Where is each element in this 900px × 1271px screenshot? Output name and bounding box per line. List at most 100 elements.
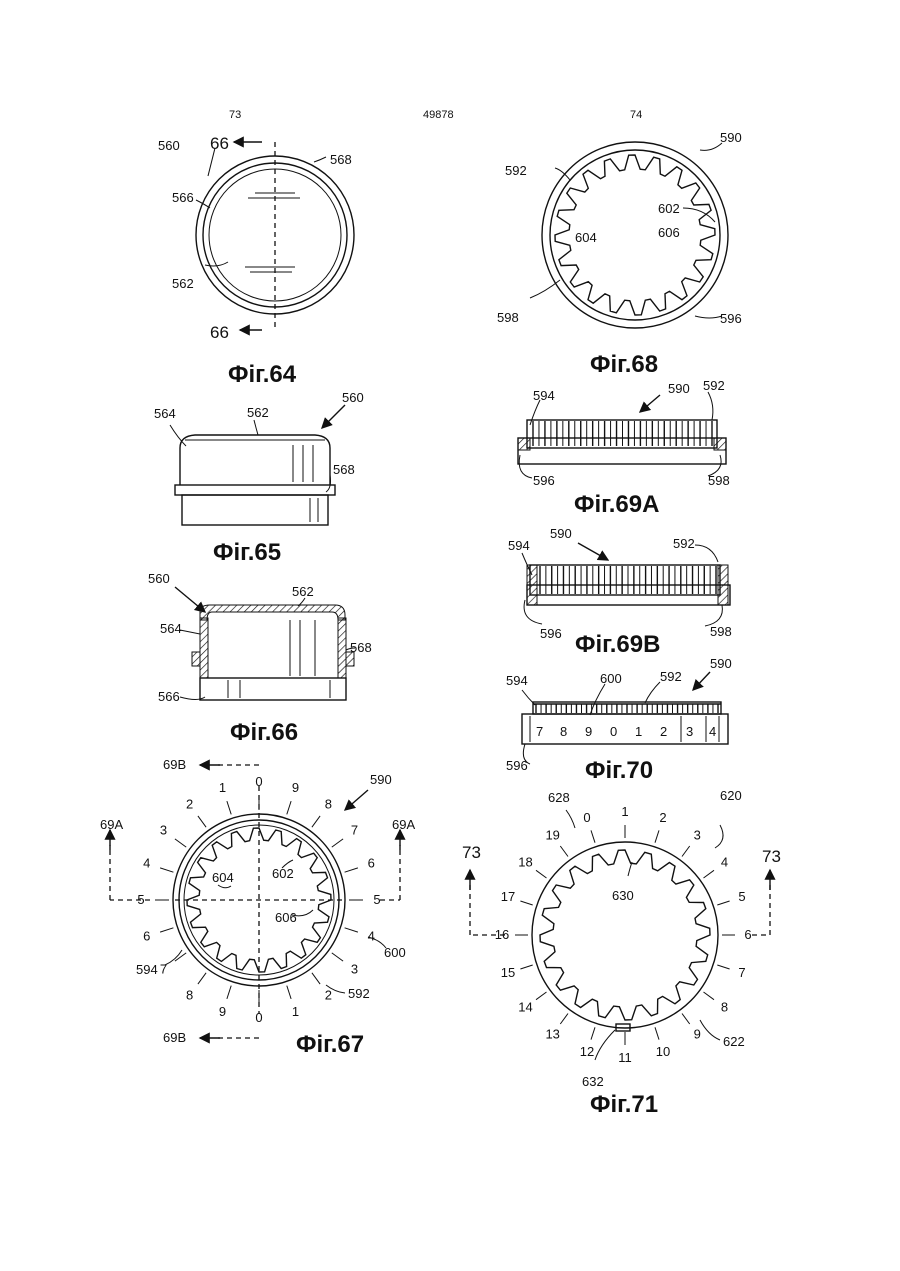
fig65-ref-564: 564	[154, 406, 176, 421]
fig67-dial-right-label: 6	[368, 856, 375, 871]
fig64-ref-562: 562	[172, 276, 194, 291]
fig66-caption: Фiг.66	[230, 719, 298, 746]
figure-70: 7 8 9 0 1 2 3 4 594 600 592 590 596 Фiг.…	[506, 656, 732, 784]
fig71-dial-label: 8	[721, 999, 728, 1014]
fig67-dial-left-tick	[160, 868, 173, 872]
fig67-dial-left-label: 7	[160, 961, 167, 976]
fig67-dial-right-tick	[345, 928, 358, 932]
fig66-ref-568: 568	[350, 640, 372, 655]
fig71-dial-tick	[591, 830, 595, 842]
fig71-dial-label: 6	[744, 927, 751, 942]
fig69a-ref-590: 590	[668, 381, 690, 396]
fig71-dial-label: 19	[545, 828, 559, 843]
fig66-ref-562: 562	[292, 584, 314, 599]
fig67-dial-right-label: 0	[255, 1010, 262, 1025]
fig71-dial-label: 17	[501, 889, 515, 904]
fig67-dial-right-tick	[312, 973, 320, 984]
fig70-ref-592: 592	[660, 669, 682, 684]
figure-64: 66 66 560 568 566 562 Фiг.64	[158, 134, 354, 388]
fig65-caption: Фiг.65	[213, 539, 281, 566]
fig67-dial-right-label: 7	[351, 823, 358, 838]
fig67-dial-left-label: 8	[186, 988, 193, 1003]
figure-68: 590 592 602 606 604 598 596 Фiг.68	[497, 130, 742, 378]
fig71-ref-622: 622	[723, 1034, 745, 1049]
fig70-scale-digit: 9	[585, 724, 592, 739]
fig67-dial-right-label: 2	[325, 988, 332, 1003]
fig67-dial-left-tick	[198, 973, 206, 984]
fig67-dial-right-label: 0	[255, 774, 262, 789]
fig71-caption: Фiг.71	[590, 1091, 658, 1118]
fig67-dial-right-label: 8	[325, 797, 332, 812]
fig71-dial-tick	[591, 1027, 595, 1039]
fig69b-ref-594: 594	[508, 538, 530, 553]
figure-66: 560 562 564 568 566 Фiг.66	[148, 571, 372, 746]
fig67-dial-left-label: 4	[143, 856, 150, 871]
fig71-dial-label: 1	[621, 804, 628, 819]
fig67-dial-left-tick	[227, 986, 231, 999]
fig68-ref-606: 606	[658, 225, 680, 240]
fig71-dial-label: 18	[518, 855, 532, 870]
fig67-dial-right-label: 3	[351, 961, 358, 976]
fig70-scale-digit: 3	[686, 724, 693, 739]
fig67-dial-left-tick	[175, 839, 186, 847]
fig71-dial-label: 10	[656, 1044, 670, 1059]
fig68-ref-596: 596	[720, 311, 742, 326]
header-right-page-number: 74	[630, 109, 642, 121]
fig71-dial-label: 2	[659, 810, 666, 825]
fig71-dial-tick	[520, 965, 532, 969]
fig67-dial-right-label: 5	[373, 892, 380, 907]
fig66-ref-560: 560	[148, 571, 170, 586]
fig69b-ref-590: 590	[550, 526, 572, 541]
fig67-ref-600: 600	[384, 945, 406, 960]
figure-71: 012345678910111213141516171819 73 73 628…	[462, 788, 781, 1118]
fig71-section-73-left: 73	[462, 843, 481, 862]
fig71-dial-tick	[704, 870, 715, 878]
fig71-dial-label: 5	[738, 889, 745, 904]
fig69a-ref-598: 598	[708, 473, 730, 488]
header-document-number: 49878	[423, 109, 454, 121]
fig71-dial-tick	[682, 1014, 690, 1025]
fig67-dial-right-tick	[332, 953, 343, 961]
fig71-dial-label: 11	[618, 1050, 632, 1065]
figure-69b: 590 594 592 596 598 Фiг.69B	[508, 526, 732, 658]
fig71-dial-label: 15	[501, 965, 515, 980]
fig68-ref-598: 598	[497, 310, 519, 325]
fig71-dial-tick	[704, 992, 715, 1000]
fig67-dial-left-tick	[160, 928, 173, 932]
fig67-ref-602: 602	[272, 866, 294, 881]
fig64-ref-560: 560	[158, 138, 180, 153]
fig71-dial-label: 4	[721, 855, 728, 870]
fig71-dial-label: 0	[583, 810, 590, 825]
fig71-section-73-right: 73	[762, 847, 781, 866]
fig64-section-label-top: 66	[210, 134, 229, 153]
fig69b-ref-598: 598	[710, 624, 732, 639]
fig70-scale-digit: 0	[610, 724, 617, 739]
fig67-ref-594: 594	[136, 962, 158, 977]
fig69a-ref-594: 594	[533, 388, 555, 403]
fig64-ref-566: 566	[172, 190, 194, 205]
fig71-dial-tick	[717, 965, 729, 969]
fig70-scale-digit: 8	[560, 724, 567, 739]
fig71-dial-label: 9	[694, 1027, 701, 1042]
fig67-dial-left-label: 1	[219, 780, 226, 795]
fig69b-ref-596: 596	[540, 626, 562, 641]
fig70-scale-digit: 2	[660, 724, 667, 739]
fig70-scale-digit: 7	[536, 724, 543, 739]
fig69a-ref-596: 596	[533, 473, 555, 488]
fig69b-caption: Фiг.69B	[575, 631, 660, 658]
fig71-dial-tick	[655, 1027, 659, 1039]
fig70-ref-596: 596	[506, 758, 528, 773]
fig67-caption: Фiг.67	[296, 1031, 364, 1058]
fig67-section-69b-top: 69B	[163, 757, 186, 772]
fig71-ref-620: 620	[720, 788, 742, 803]
fig71-ref-632: 632	[582, 1074, 604, 1089]
fig71-ref-628: 628	[548, 790, 570, 805]
fig68-ref-604: 604	[575, 230, 597, 245]
fig70-scale-digit: 4	[709, 724, 716, 739]
fig65-ref-568: 568	[333, 462, 355, 477]
fig71-dial-tick	[536, 870, 547, 878]
fig68-caption: Фiг.68	[590, 351, 658, 378]
fig67-dial-left-tick	[198, 816, 206, 827]
fig71-dial-tick	[520, 901, 532, 905]
